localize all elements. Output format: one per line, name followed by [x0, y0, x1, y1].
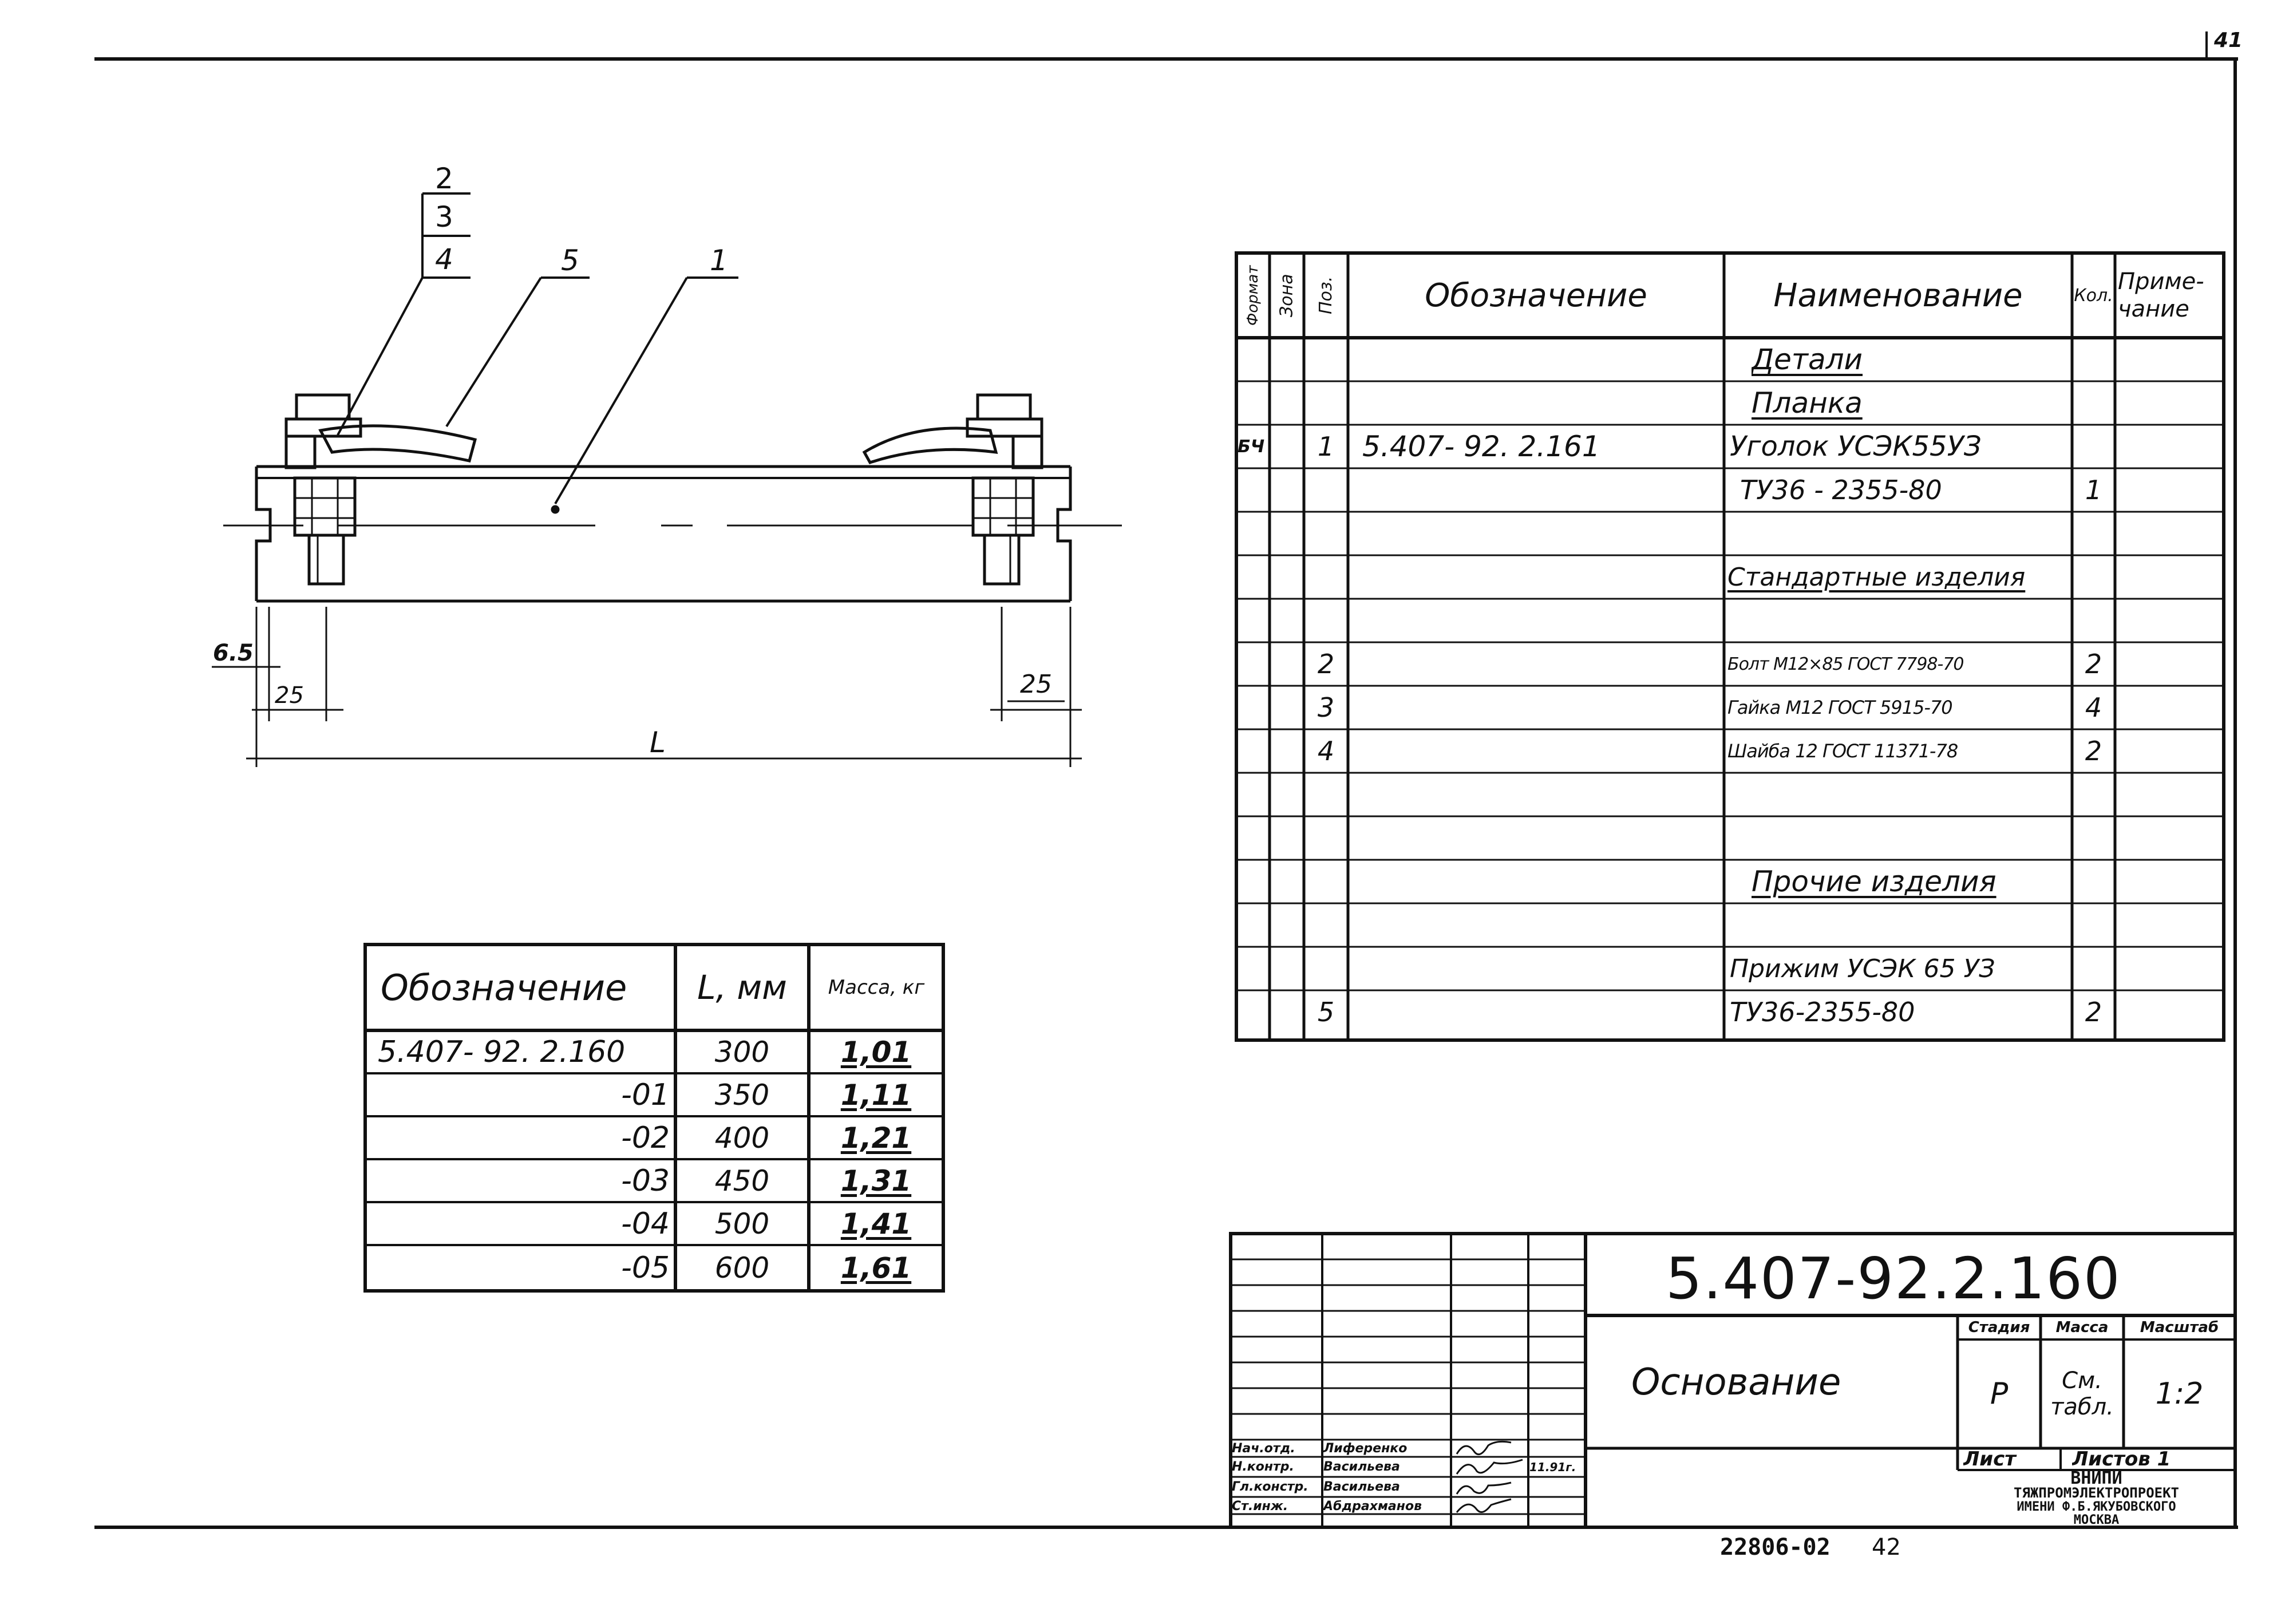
spec-header-designation: Обозначение — [1425, 276, 1647, 314]
variants-row-mass: 1,21 — [840, 1121, 912, 1155]
stage-label: Стадия — [1968, 1319, 2030, 1336]
variants-row-designation: -02 — [621, 1120, 670, 1155]
spec-row-name: Шайба 12 ГОСТ 11371-78 — [1727, 740, 1958, 762]
spec-row-name: Планка — [1752, 386, 1863, 420]
sheet-page-number: 41 — [2214, 29, 2243, 52]
spec-row-qty: 2 — [2085, 736, 2102, 766]
sig-role: Ст.инж. — [1232, 1499, 1288, 1514]
spec-header-pos: Поз. — [1316, 276, 1336, 315]
spec-row-name: Прочие изделия — [1752, 865, 1997, 898]
dim-left-gap: 25 — [275, 682, 304, 709]
variants-row-length: 350 — [714, 1078, 770, 1112]
variants-row-designation: -01 — [621, 1077, 670, 1112]
sig-name: Абдрахманов — [1323, 1499, 1422, 1514]
sig-name: Васильева — [1323, 1480, 1400, 1494]
bottom-page-number: 42 — [1872, 1534, 1901, 1560]
variants-row-length: 300 — [714, 1035, 770, 1069]
spec-row-format: БЧ — [1238, 436, 1265, 457]
org-line3: ИМЕНИ Ф.Б.ЯКУБОВСКОГО — [2017, 1500, 2176, 1514]
sig-role: Нач.отд. — [1232, 1441, 1295, 1456]
variants-row-mass: 1,11 — [840, 1078, 912, 1112]
spec-row-name: Гайка М12 ГОСТ 5915-70 — [1727, 697, 1953, 718]
variants-row-length: 500 — [714, 1207, 770, 1240]
org-line2: ТЯЖПРОМЭЛЕКТРОПРОЕКТ — [2014, 1485, 2179, 1500]
variants-row-designation: -05 — [621, 1251, 670, 1285]
scale-label: Масштаб — [2140, 1319, 2219, 1336]
spec-row-name: Детали — [1752, 343, 1863, 376]
sheets-label: Листов 1 — [2072, 1448, 2171, 1470]
callout-2: 2 — [435, 162, 453, 195]
callout-4: 4 — [435, 243, 453, 276]
variants-header-designation: Обозначение — [381, 966, 627, 1009]
spec-header-note: Приме-чание — [2118, 268, 2204, 322]
spec-header-format: Формат — [1244, 265, 1262, 326]
spec-header-zone: Зона — [1276, 274, 1297, 317]
callout-1: 1 — [710, 244, 728, 277]
mass-label: Масса — [2055, 1319, 2109, 1336]
sig-date: 11.91г. — [1529, 1460, 1576, 1474]
spec-row-pos: 2 — [1317, 649, 1335, 679]
part-drawing — [212, 192, 1122, 767]
spec-row-designation: 5.407- 92. 2.161 — [1362, 430, 1600, 463]
mass-value: См. табл. — [2050, 1368, 2114, 1420]
spec-row-pos: 3 — [1317, 692, 1335, 723]
spec-row-name: Стандартные изделия — [1727, 562, 2026, 592]
variants-header-mass: Масса, кг — [828, 976, 925, 999]
doc-number: 5.407-92.2.160 — [1666, 1245, 2121, 1312]
spec-row-qty: 4 — [2085, 692, 2102, 723]
scale-value: 1:2 — [2155, 1377, 2204, 1411]
sig-role: Гл.констр. — [1232, 1480, 1308, 1494]
variants-row-mass: 1,41 — [840, 1207, 912, 1240]
sig-name: Лиференко — [1323, 1441, 1408, 1456]
variants-row-designation: 5.407- 92. 2.160 — [378, 1034, 626, 1069]
sheet-label: Лист — [1963, 1448, 2016, 1470]
spec-row-name: Прижим УСЭК 65 УЗ — [1730, 954, 1995, 983]
variants-row-mass: 1,01 — [840, 1035, 912, 1069]
spec-header-qty: Кол. — [2074, 285, 2113, 306]
spec-row-name: Уголок УСЭК55УЗ — [1730, 430, 1982, 463]
variants-row-length: 450 — [714, 1164, 770, 1198]
variants-row-mass: 1,61 — [840, 1251, 912, 1285]
dim-right-gap: 25 — [1020, 670, 1052, 699]
variants-row-designation: -04 — [621, 1206, 670, 1241]
org-line1: ВНИПИ — [2070, 1470, 2122, 1486]
sig-role: Н.контр. — [1232, 1460, 1294, 1474]
spec-row-name: Болт М12×85 ГОСТ 7798-70 — [1727, 654, 1964, 674]
org-line4: МОСКВА — [2073, 1513, 2120, 1527]
variants-table-grid — [363, 943, 945, 1293]
spec-row-pos: 1 — [1317, 431, 1335, 462]
spec-row-name: ТУ36-2355-80 — [1730, 997, 1915, 1028]
spec-table-grid — [1235, 251, 2225, 1042]
spec-row-pos: 4 — [1317, 736, 1335, 766]
stage-value: Р — [1990, 1377, 2009, 1411]
title-block-grid — [1229, 1232, 2237, 1529]
spec-header-name: Наименование — [1773, 276, 2023, 314]
spec-row-name: ТУ36 - 2355-80 — [1740, 475, 1942, 505]
variants-row-mass: 1,31 — [840, 1164, 912, 1198]
variants-row-length: 400 — [714, 1121, 770, 1155]
callout-3: 3 — [435, 200, 453, 234]
variants-row-length: 600 — [714, 1251, 770, 1285]
variants-header-length: L, мм — [697, 968, 787, 1007]
sig-name: Васильева — [1323, 1460, 1400, 1474]
spec-row-qty: 1 — [2085, 475, 2102, 505]
spec-row-qty: 2 — [2085, 649, 2102, 679]
callout-5: 5 — [561, 244, 579, 277]
variants-row-designation: -03 — [621, 1163, 670, 1198]
archive-number: 22806-02 — [1720, 1534, 1831, 1560]
spec-row-qty: 2 — [2085, 997, 2102, 1028]
spec-row-pos: 5 — [1317, 997, 1335, 1028]
dim-length: L — [650, 726, 666, 759]
drawing-title: Основание — [1631, 1361, 1841, 1404]
dim-offset: 6.5 — [213, 640, 254, 666]
